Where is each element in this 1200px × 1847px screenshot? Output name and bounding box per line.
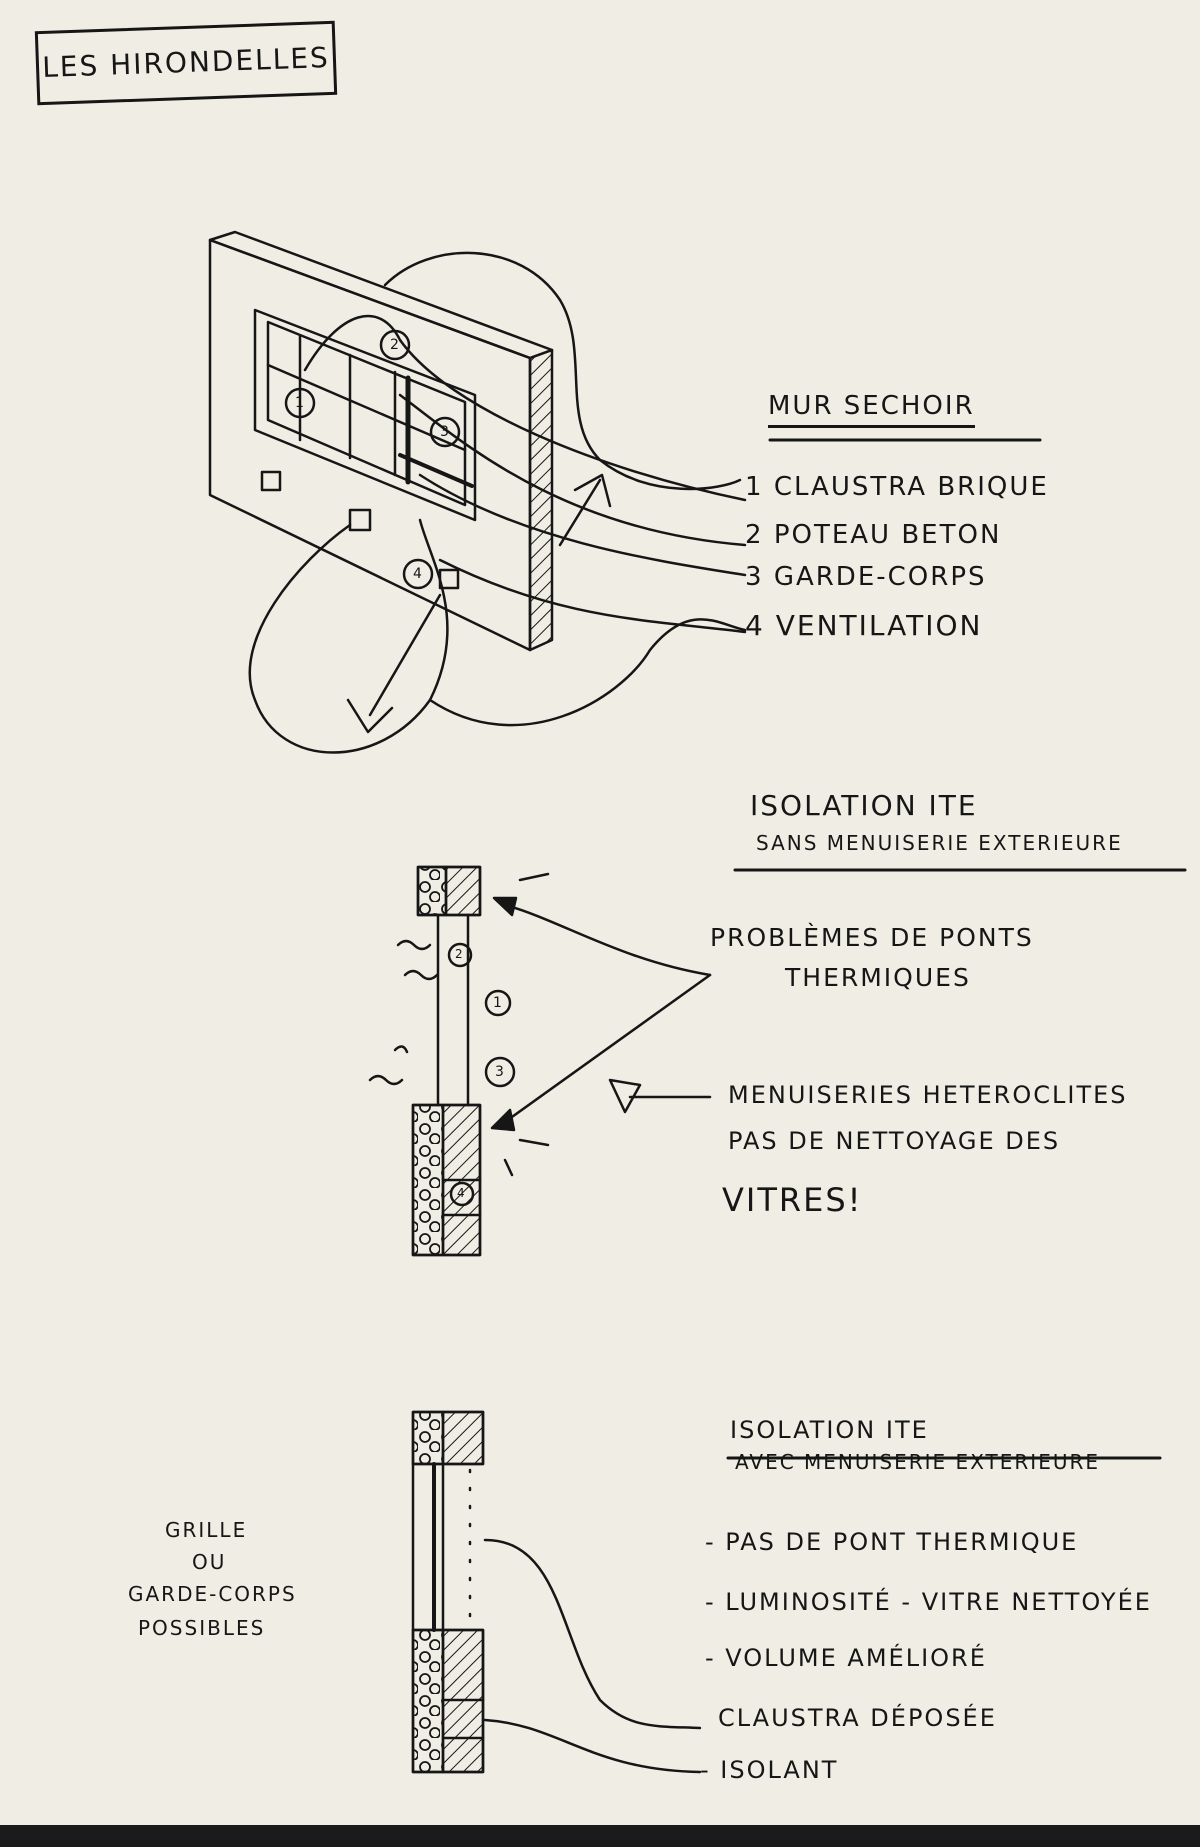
section-without-joinery [368,865,1187,1257]
section-with-joinery [411,1410,1162,1774]
legend-label: Ventilation [775,609,983,642]
menuiseries-note-line3: vitres! [722,1181,863,1219]
isolation-ite-subheading: sans menuiserie exterieure [756,831,1123,855]
marker-3: 3 [440,424,451,440]
isolation-ite-heading: Isolation ITE [750,789,978,822]
menuiseries-note-line2: pas de nettoyage des [728,1127,1061,1155]
ponts-thermiques-note-line1: Problèmes de ponts [710,923,1034,952]
marker-1: 1 [493,995,504,1011]
legend-num: 1 [745,472,764,502]
benefit-2: - Luminosité - vitre nettoyée [705,1588,1152,1616]
claustra-deposee-callout: Claustra déposée [718,1704,997,1732]
side-note-line1: Grille [165,1518,248,1542]
ponts-thermiques-note-line2: thermiques [785,963,971,992]
side-note-line2: ou [192,1550,227,1574]
marker-2: 2 [455,947,465,961]
legend-item-4: 4 Ventilation [745,612,982,640]
legend-num: 2 [745,520,764,550]
menuiseries-note-line1: Menuiseries heteroclites [728,1081,1128,1109]
legend-num: 3 [745,562,764,592]
marker-1: 1 [295,395,306,411]
marker-2: 2 [390,337,401,353]
legend-label: Poteau beton [773,520,1002,550]
isolation-ite-heading-2: Isolation ITE [730,1416,929,1444]
marker-3: 3 [495,1064,506,1080]
mur-sechoir-heading: Mur sechoir [768,393,975,428]
side-note-line4: possibles [138,1616,266,1640]
side-note-line3: garde-corps [128,1582,297,1606]
marker-4: 4 [457,1186,467,1200]
legend-item-2: 2 Poteau beton [745,522,1001,548]
bottom-edge [0,1825,1200,1847]
sketch1-markers [284,329,461,590]
benefit-3: - Volume amélioré [705,1644,987,1672]
legend-label: Claustra brique [773,472,1049,502]
isolant-callout: - Isolant [700,1756,839,1784]
legend-item-1: 1 Claustra brique [745,474,1049,500]
legend-item-3: 3 Garde-corps [745,564,987,590]
sketch2-markers [447,942,516,1207]
legend-label: Garde-corps [773,562,987,592]
benefit-1: - Pas de pont thermique [705,1528,1079,1556]
marker-4: 4 [413,566,424,582]
legend-num: 4 [745,609,765,642]
wall-perspective-sketch [208,230,1042,754]
isolation-ite-subheading-2: avec menuiserie exterieure [735,1450,1100,1474]
